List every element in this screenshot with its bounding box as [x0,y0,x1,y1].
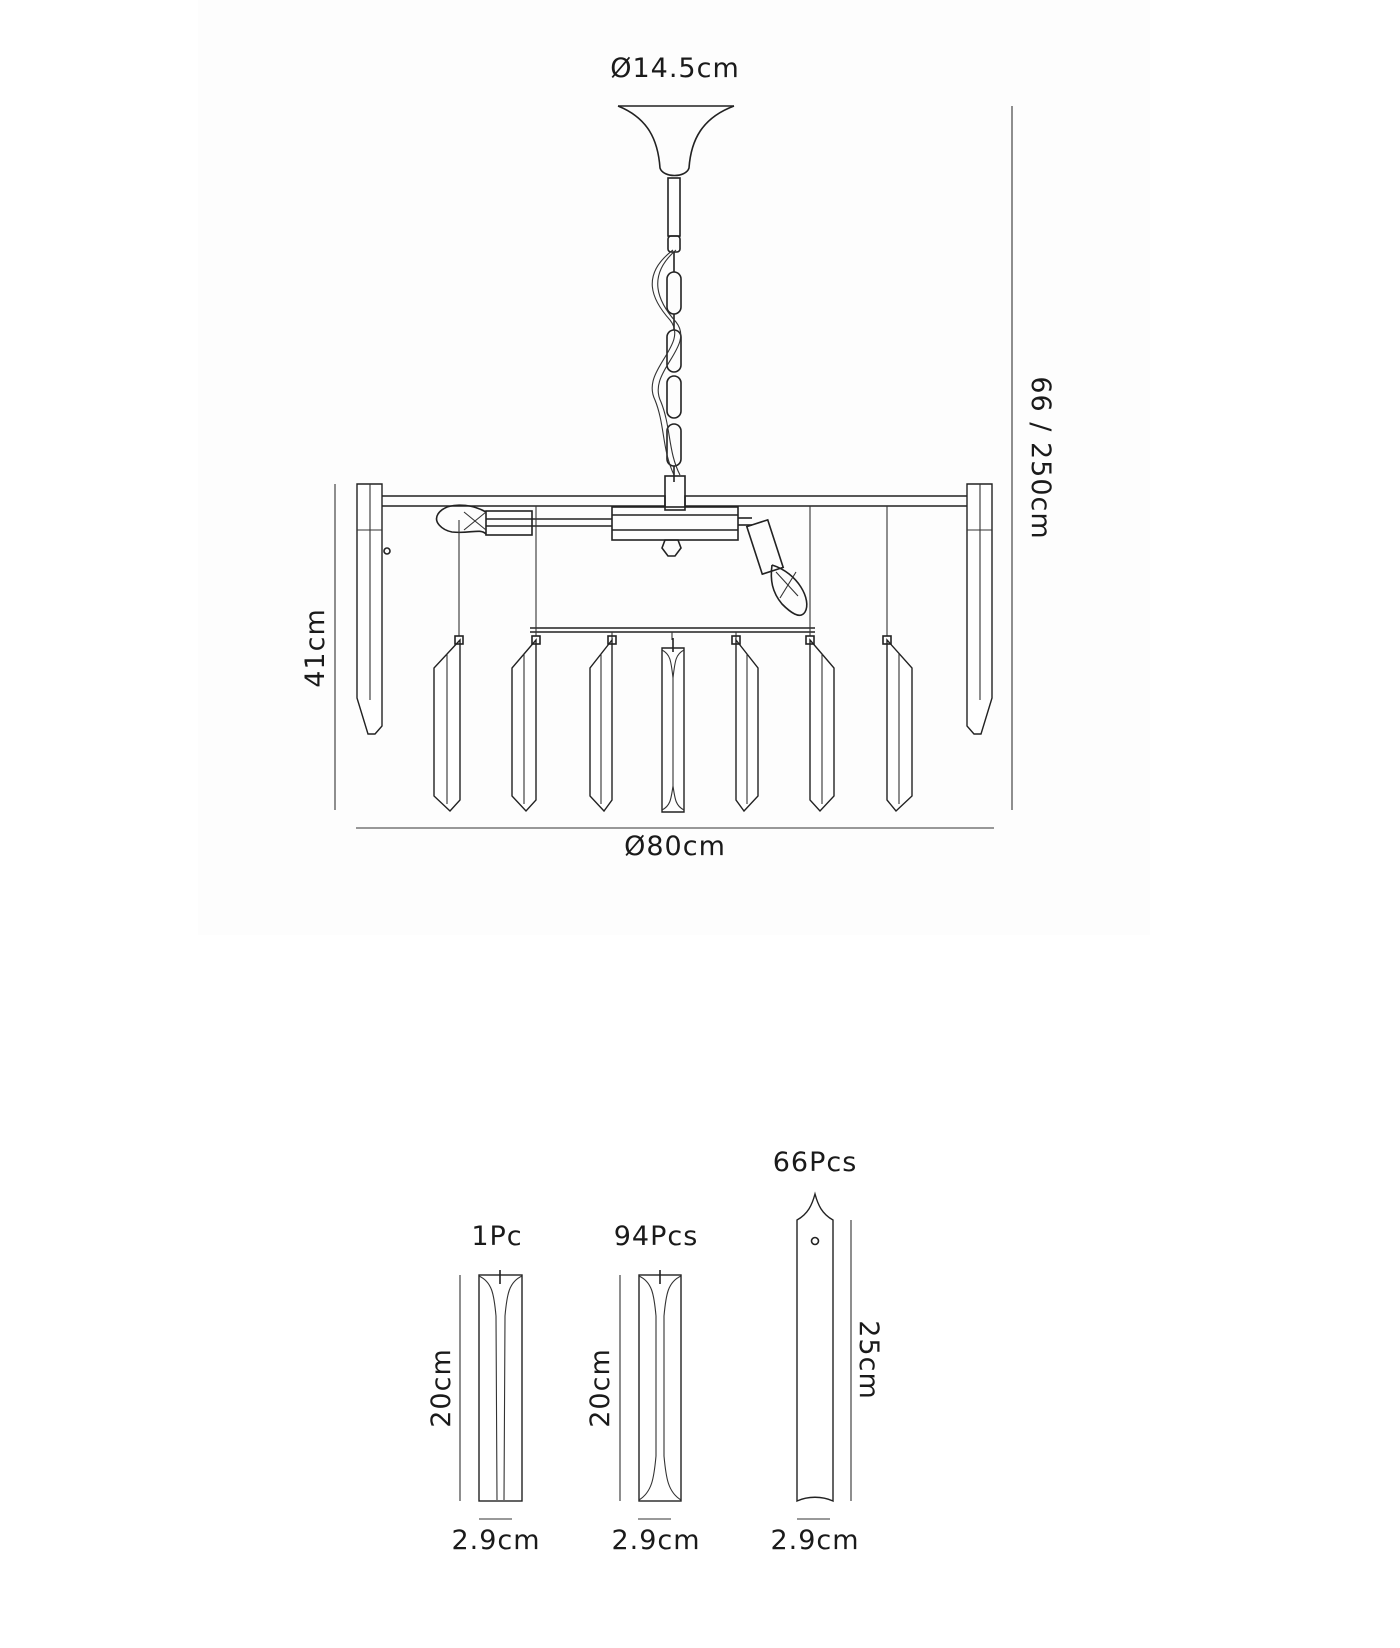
outer-crystal-left [356,483,383,735]
crystal-3-height: 25cm [853,1320,884,1400]
outer-crystal-right [966,483,993,735]
crystal-center [661,638,685,813]
crystal-detail-3 [796,1191,852,1520]
crystal-detail-2 [619,1270,682,1520]
crystal-3-width: 2.9cm [770,1525,859,1556]
diameter-label: Ø80cm [624,831,726,862]
crystal-1 [433,635,464,812]
crystal-2-height: 20cm [585,1348,616,1428]
canopy-diameter-label: Ø14.5cm [610,53,740,84]
crystal-2-qty: 94Pcs [614,1221,699,1252]
crystal-7 [882,635,913,813]
left-bulb-holder [435,504,533,536]
body-height-label: 41cm [300,608,331,688]
crystal-3-qty: 66Pcs [773,1147,858,1178]
crystal-detail-1 [459,1270,523,1520]
hanger-rods [458,506,888,640]
crystal-2 [511,635,541,813]
ceiling-canopy [617,105,735,237]
crystal-2-width: 2.9cm [611,1525,700,1556]
suspension-chain [651,235,682,482]
crystal-1-qty: 1Pc [471,1221,522,1252]
overall-drop-label: 66 / 250cm [1025,376,1056,539]
right-bulb-holder [745,518,808,617]
chandelier-frame [372,475,967,633]
crystal-1-height: 20cm [426,1348,457,1428]
crystal-1-width: 2.9cm [451,1525,540,1556]
crystal-6 [805,635,835,813]
crystal-5 [731,635,759,813]
crystal-3 [589,635,617,813]
